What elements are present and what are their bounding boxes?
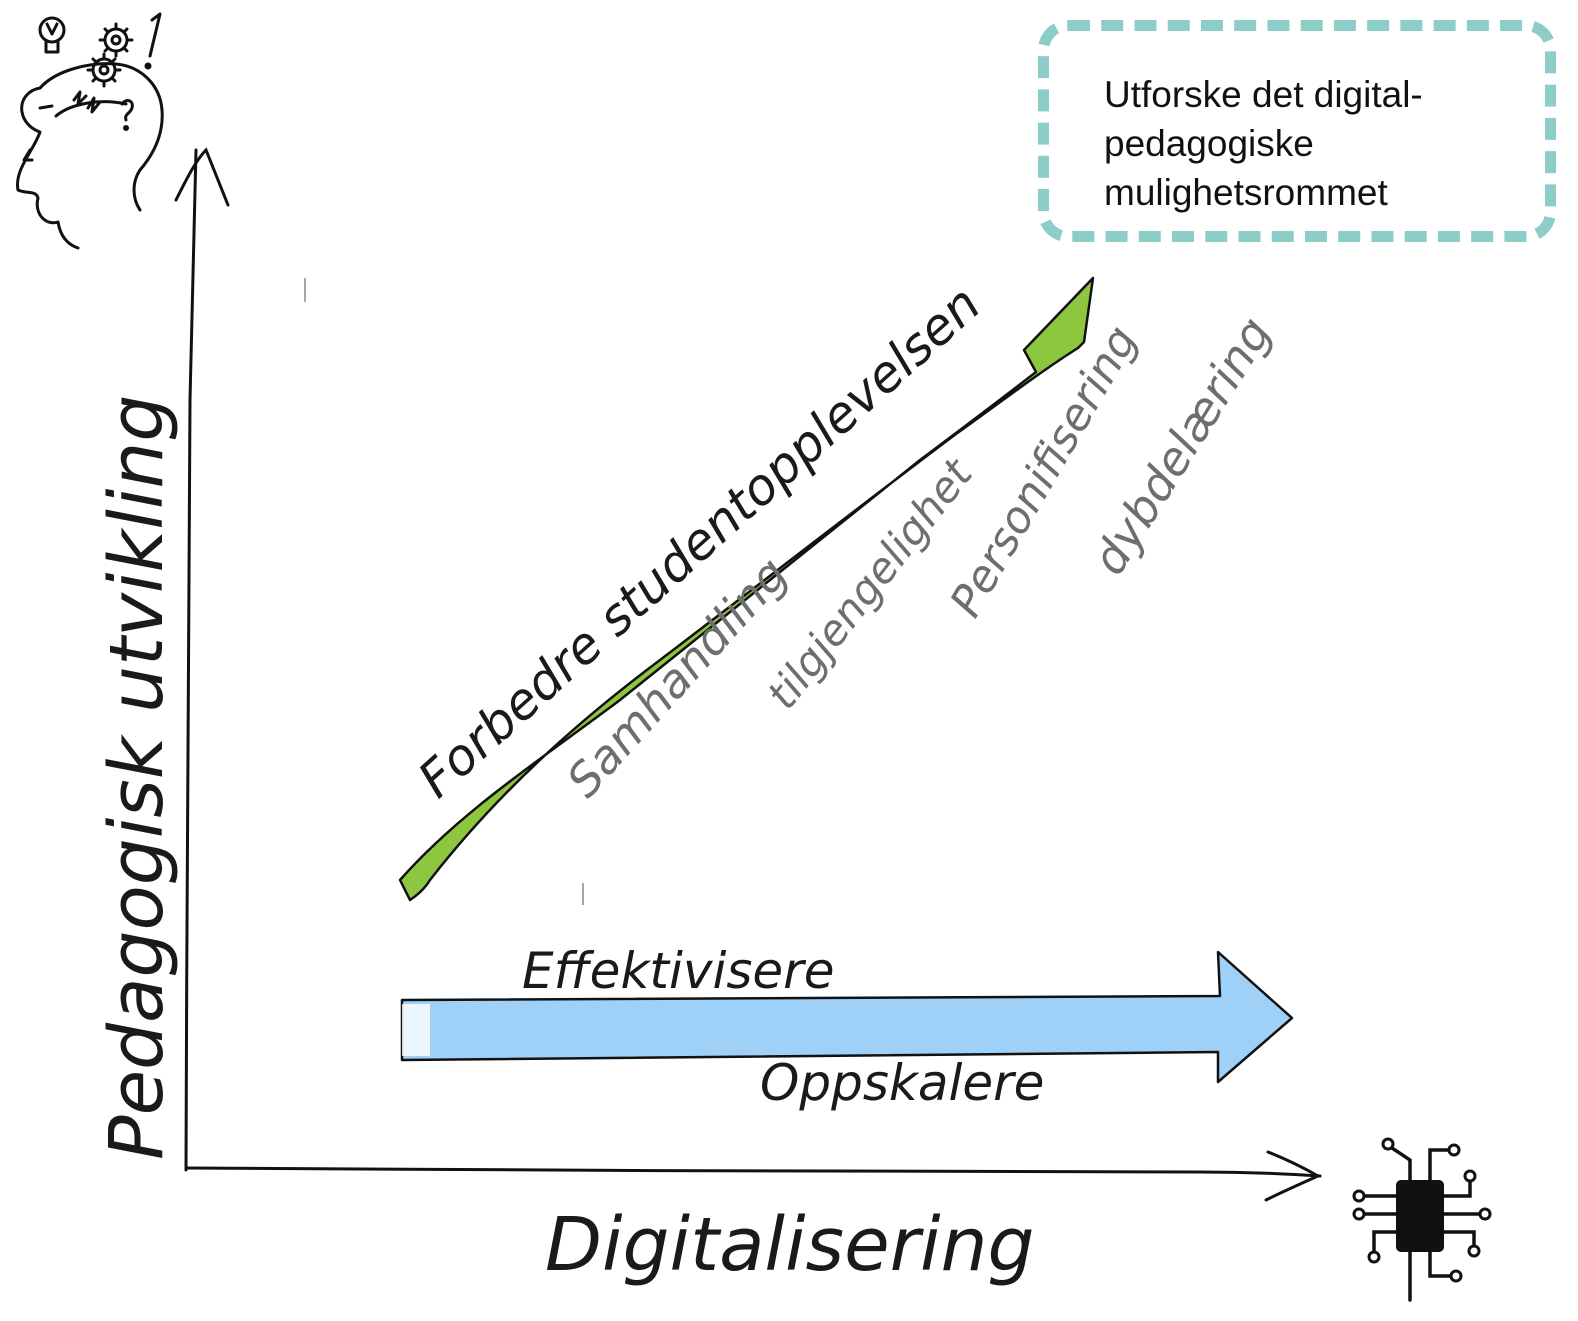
x-axis-line [184, 1166, 1322, 1178]
green-arrow [398, 276, 1095, 902]
blue-arrow [400, 950, 1294, 1084]
blue-arrow-label-below: Oppskalere [760, 1054, 1044, 1112]
y-axis-label: Pedagogisk utvikling [94, 395, 180, 1160]
chip-icon [1352, 1137, 1492, 1302]
blue-arrow-label-above: Effektivisere [522, 942, 835, 1000]
callout-text: Utforske det digital-pedagogiske mulighe… [1104, 74, 1423, 213]
y-axis-line [184, 148, 198, 1172]
y-axis-arrowhead [174, 147, 230, 207]
callout-box [1038, 20, 1556, 242]
x-axis-label: Digitalisering [545, 1202, 1035, 1288]
x-axis-arrowhead [1264, 1150, 1322, 1202]
head-with-gears-icon [16, 12, 164, 250]
